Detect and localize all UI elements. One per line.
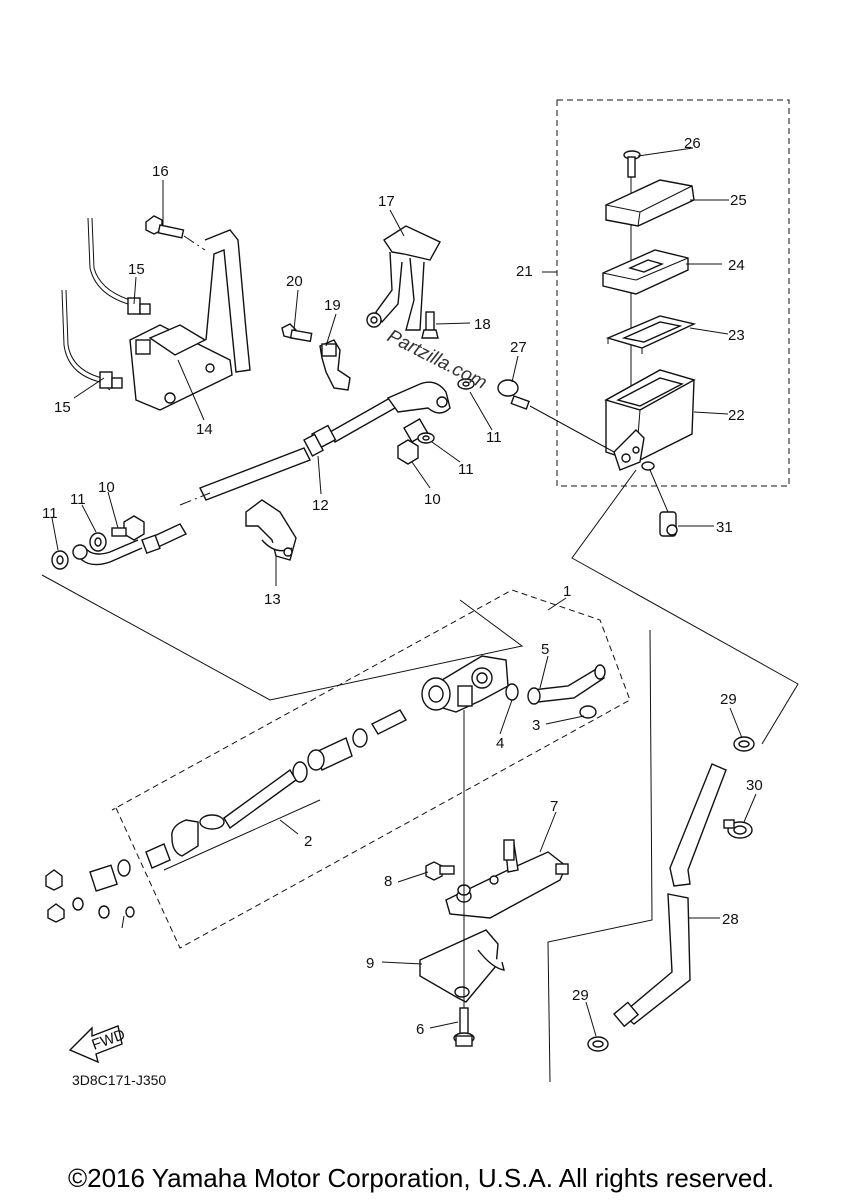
callout-15-upper: 15 <box>128 261 145 278</box>
part-27-hose-fitting[interactable] <box>497 379 615 453</box>
callout-29-upper: 29 <box>720 691 737 708</box>
callout-20: 20 <box>286 273 303 290</box>
forward-direction-arrow: FWD <box>68 1025 128 1064</box>
callout-18: 18 <box>474 316 491 333</box>
callout-14: 14 <box>196 421 213 438</box>
callout-3: 3 <box>532 717 540 734</box>
part-29-hose-clamp-lower[interactable] <box>587 1036 609 1052</box>
callout-11-right-upper: 11 <box>486 429 502 446</box>
part-17-bracket[interactable] <box>366 225 441 331</box>
diagram-reference-code: 3D8C171-J350 <box>72 1072 167 1088</box>
lower-hose-routing-line <box>547 629 653 1083</box>
callout-5: 5 <box>541 641 549 658</box>
part-1-master-cylinder-body[interactable] <box>421 655 509 713</box>
part-11-washer-right-lower[interactable] <box>417 432 435 444</box>
part-15-cable-clamp-upper[interactable] <box>87 217 151 315</box>
part-28-reservoir-hose[interactable] <box>613 763 727 1028</box>
callout-12: 12 <box>312 497 329 514</box>
master-cylinder-assembly-box <box>111 589 631 949</box>
part-31-clip[interactable] <box>649 469 678 537</box>
callout-15-lower: 15 <box>54 399 71 416</box>
part-14-bracket[interactable] <box>129 229 251 411</box>
callout-19: 19 <box>324 297 341 314</box>
part-11-washer-left-outer[interactable] <box>51 550 69 570</box>
callout-2: 2 <box>304 833 312 850</box>
callout-1: 1 <box>563 583 571 600</box>
part-13-hose-holder[interactable] <box>245 499 297 561</box>
callout-31: 31 <box>716 519 733 536</box>
callout-11-left: 11 <box>70 491 86 508</box>
callout-27: 27 <box>510 339 527 356</box>
callout-10-right: 10 <box>424 491 441 508</box>
part-25-reservoir-cap[interactable] <box>605 179 695 227</box>
reservoir-hose-routing-line <box>571 469 799 745</box>
copyright-notice: ©2016 Yamaha Motor Corporation, U.S.A. A… <box>67 1163 775 1193</box>
part-7-bracket[interactable] <box>445 839 569 919</box>
part-12-brake-hose[interactable] <box>72 381 451 566</box>
callout-24: 24 <box>728 257 745 274</box>
callout-30: 30 <box>746 777 763 794</box>
part-10-union-bolt-left[interactable] <box>111 515 145 541</box>
part-16-bolt[interactable] <box>145 215 206 251</box>
part-18-bolt[interactable] <box>421 311 439 339</box>
part-23-diaphragm[interactable] <box>605 315 697 354</box>
part-9-guard-plate[interactable] <box>419 929 505 1003</box>
callout-22: 22 <box>728 407 745 424</box>
pushrod-clevis[interactable] <box>45 859 135 929</box>
callout-16: 16 <box>152 163 169 180</box>
leader-lines <box>51 147 757 1037</box>
part-11-washer-left-inner[interactable] <box>89 532 107 552</box>
part-22-reservoir[interactable] <box>604 369 696 471</box>
callout-26: 26 <box>684 135 701 152</box>
callout-23: 23 <box>728 327 745 344</box>
callout-10-left: 10 <box>98 479 115 496</box>
part-8-bolt[interactable] <box>425 861 455 881</box>
part-29-hose-clamp-upper[interactable] <box>733 736 755 752</box>
reservoir-assembly-box <box>556 99 790 487</box>
part-10-union-bolt-right[interactable] <box>397 418 429 465</box>
part-30-hose-clamp[interactable] <box>723 819 753 839</box>
part-15-cable-clamp-lower[interactable] <box>61 289 123 391</box>
part-4-o-ring[interactable] <box>505 683 519 701</box>
callout-9: 9 <box>366 955 374 972</box>
callout-4: 4 <box>496 735 504 752</box>
callout-11-right-lower: 11 <box>458 461 474 478</box>
callout-11-far-left: 11 <box>42 505 58 522</box>
part-24-diaphragm-plate[interactable] <box>602 249 689 295</box>
part-20-bolt[interactable] <box>281 323 313 343</box>
part-5-hose-joint[interactable] <box>527 664 606 705</box>
callout-8: 8 <box>384 873 392 890</box>
callout-7: 7 <box>550 798 558 815</box>
callout-25: 25 <box>730 192 747 209</box>
callout-labels: 1 2 3 4 5 6 7 8 9 10 10 11 11 11 11 12 1… <box>42 135 763 1038</box>
callout-13: 13 <box>264 591 281 608</box>
callout-6: 6 <box>416 1021 424 1038</box>
part-19-hose-clamp[interactable] <box>319 339 351 391</box>
part-6-bolt[interactable] <box>453 710 475 1047</box>
part-3-circlip[interactable] <box>579 705 597 719</box>
hose-routing-line <box>41 574 524 701</box>
part-2-piston-kit[interactable] <box>145 709 407 871</box>
callout-29-lower: 29 <box>572 987 589 1004</box>
part-11-washer-right-upper[interactable] <box>457 378 475 390</box>
callout-21: 21 <box>516 263 533 280</box>
callout-17: 17 <box>378 193 395 210</box>
callout-28: 28 <box>722 911 739 928</box>
